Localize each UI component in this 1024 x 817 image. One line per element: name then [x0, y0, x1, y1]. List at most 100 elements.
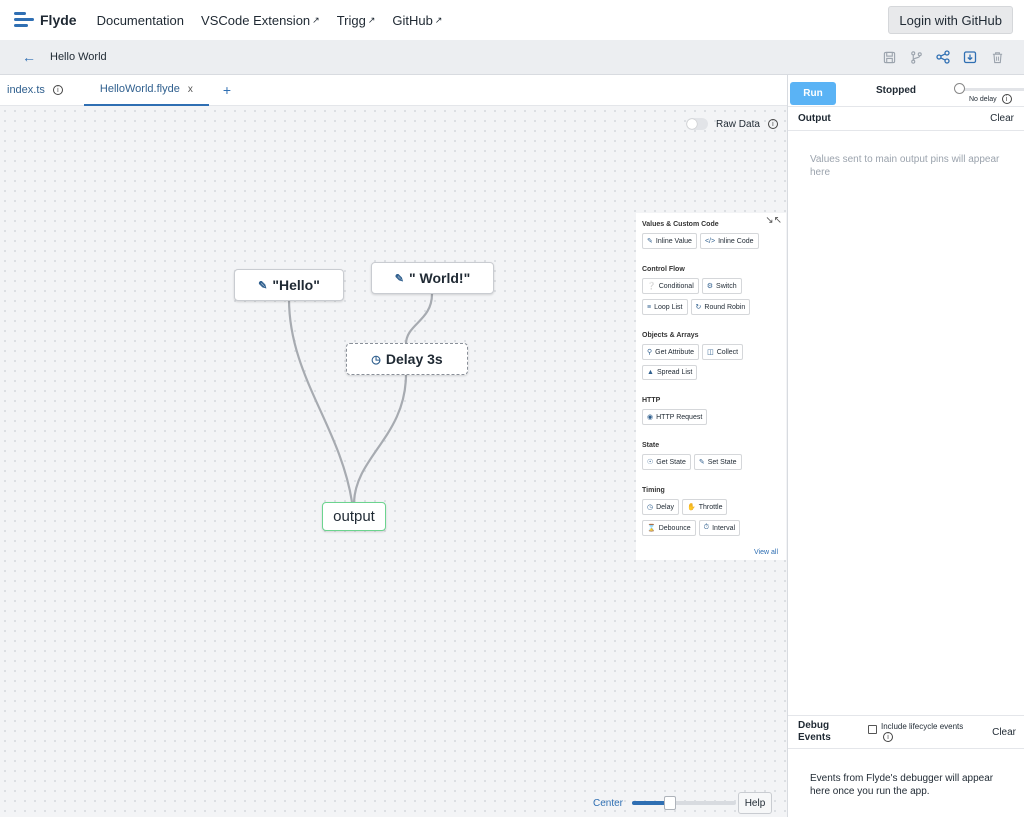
share-icon[interactable]	[934, 48, 952, 66]
palette-item-set-state[interactable]: ✎Set State	[693, 454, 742, 470]
palette-item-get-state[interactable]: ☉Get State	[642, 454, 691, 470]
flyde-logo-icon	[14, 10, 34, 30]
node-delay[interactable]: ◷ Delay 3s	[346, 343, 468, 375]
delay-slider[interactable]	[954, 83, 1024, 94]
edge-delay-output[interactable]	[352, 373, 408, 503]
eye-icon: ☉	[647, 459, 654, 466]
info-icon[interactable]: i	[767, 119, 778, 129]
collapse-icon[interactable]: ↘↖	[765, 215, 782, 226]
debug-placeholder: Events from Flyde's debugger will appear…	[810, 773, 994, 797]
edge-hello-output[interactable]	[287, 298, 354, 503]
palette-section-title: State	[642, 442, 660, 449]
pencil-icon: ✎	[647, 238, 653, 245]
back-arrow-icon[interactable]: ←	[22, 49, 36, 65]
tab-close-button[interactable]: x	[187, 83, 193, 95]
stopwatch-icon: ⏱	[703, 524, 710, 531]
palette-item-round-robin[interactable]: ↻Round Robin	[690, 299, 751, 315]
palette-item-label: Loop List	[654, 303, 683, 311]
info-icon[interactable]: i	[1001, 94, 1012, 104]
palette-item-inline-value[interactable]: ✎Inline Value	[642, 233, 697, 249]
lifecycle-checkbox[interactable]	[868, 725, 877, 734]
trash-icon[interactable]	[988, 48, 1006, 66]
repeat-icon: ↻	[695, 304, 702, 311]
logo[interactable]: Flyde	[14, 10, 77, 30]
info-icon[interactable]: i	[52, 85, 63, 95]
palette-section-title: Control Flow	[642, 266, 685, 273]
palette-item-interval[interactable]: ⏱Interval	[698, 520, 741, 536]
zoom-handle[interactable]	[664, 796, 677, 810]
palette-item-throttle[interactable]: ✋Throttle	[682, 499, 728, 515]
palette-item-switch[interactable]: ⚙Switch	[701, 278, 742, 294]
tab-helloworld-flyde[interactable]: HelloWorld.flyde x	[83, 75, 209, 106]
raw-data-toggle[interactable]	[686, 118, 708, 130]
external-link-icon: ↗	[434, 14, 443, 25]
help-button[interactable]: Help	[738, 792, 772, 814]
palette-item-inline-code[interactable]: </>Inline Code	[699, 233, 759, 249]
save-icon[interactable]	[880, 48, 898, 66]
tab-label: HelloWorld.flyde	[99, 83, 180, 95]
nav-link-trigg[interactable]: Trigg↗	[337, 13, 376, 28]
palette-item-label: Delay	[656, 503, 675, 511]
palette-item-delay[interactable]: ◷Delay	[642, 499, 680, 515]
palette-item-label: Inline Value	[655, 237, 692, 245]
output-title: Output	[798, 113, 831, 124]
pencil-icon: ✎	[258, 279, 268, 292]
search-icon: ⚲	[647, 349, 653, 356]
palette-item-collect[interactable]: ◫Collect	[702, 344, 744, 360]
palette-item-label: HTTP Request	[656, 413, 703, 421]
external-link-icon: ↗	[312, 14, 320, 25]
nav-link-label: VSCode Extension	[201, 12, 311, 28]
top-nav: Flyde Documentation VSCode Extension↗ Tr…	[0, 0, 1024, 40]
node-label: Delay 3s	[385, 351, 443, 367]
palette-section-title: Objects & Arrays	[642, 332, 699, 339]
palette-item-debounce[interactable]: ⌛Debounce	[642, 520, 696, 536]
view-all-link[interactable]: View all	[754, 549, 778, 556]
clock-icon: ◷	[371, 353, 381, 366]
palette-item-label: Inline Code	[718, 237, 754, 245]
nav-link-label: Trigg	[336, 12, 366, 28]
delay-slider-handle[interactable]	[954, 83, 965, 94]
palette-item-spread-list[interactable]: ▲Spread List	[642, 365, 698, 380]
pencil-icon: ✎	[394, 272, 404, 285]
node-hello[interactable]: ✎ "Hello"	[234, 269, 344, 301]
debug-clear-button[interactable]: Clear	[992, 727, 1016, 738]
login-github-button[interactable]: Login with GitHub	[888, 6, 1013, 34]
connection-edges	[287, 293, 434, 503]
nav-link-vscode-extension[interactable]: VSCode Extension↗	[201, 13, 320, 28]
palette-section-title: Values & Custom Code	[642, 221, 719, 228]
download-icon[interactable]	[961, 48, 979, 66]
sitemap-icon: ▲	[647, 369, 654, 376]
node-output[interactable]: output	[322, 502, 386, 531]
palette-item-http-request[interactable]: ◉HTTP Request	[642, 409, 708, 425]
add-tab-button[interactable]: +	[222, 82, 231, 98]
code-icon: </>	[704, 237, 716, 245]
palette-item-loop-list[interactable]: ≡Loop List	[642, 299, 688, 315]
palette-item-label: Get Attribute	[655, 348, 695, 356]
info-icon[interactable]: i	[883, 732, 893, 742]
flow-title: Hello World	[50, 51, 107, 63]
palette-item-get-attribute[interactable]: ⚲Get Attribute	[642, 344, 700, 360]
nav-link-github[interactable]: GitHub↗	[392, 13, 442, 28]
palette-item-label: Switch	[716, 282, 737, 290]
palette-item-label: Round Robin	[704, 303, 746, 311]
node-label: " World!"	[408, 270, 471, 286]
hand-icon: ✋	[687, 504, 696, 511]
center-button[interactable]: Center	[593, 798, 624, 809]
bucket-icon: ◫	[707, 349, 714, 356]
palette-item-conditional[interactable]: ❔Conditional	[642, 278, 699, 294]
node-world[interactable]: ✎ " World!"	[371, 262, 494, 294]
palette-item-label: Get State	[656, 458, 686, 466]
edge-world-delay[interactable]	[404, 293, 434, 345]
lifecycle-label: Include lifecycle events	[881, 722, 964, 731]
branch-icon[interactable]	[907, 48, 925, 66]
question-icon: ❔	[647, 283, 656, 290]
node-label: output	[333, 508, 375, 525]
nav-link-documentation[interactable]: Documentation	[97, 13, 184, 28]
palette-item-label: Throttle	[698, 503, 723, 511]
run-button[interactable]: Run	[790, 82, 836, 105]
output-clear-button[interactable]: Clear	[990, 113, 1014, 124]
tab-index-ts[interactable]: index.ts i	[0, 75, 70, 106]
zoom-slider[interactable]	[632, 796, 736, 810]
runtime-panel: Run Stopped No delay i Output Clear Valu…	[787, 75, 1024, 817]
flow-canvas[interactable]: Raw Data i ✎ "Hello" ✎ " World!" ◷ Delay…	[0, 106, 787, 817]
